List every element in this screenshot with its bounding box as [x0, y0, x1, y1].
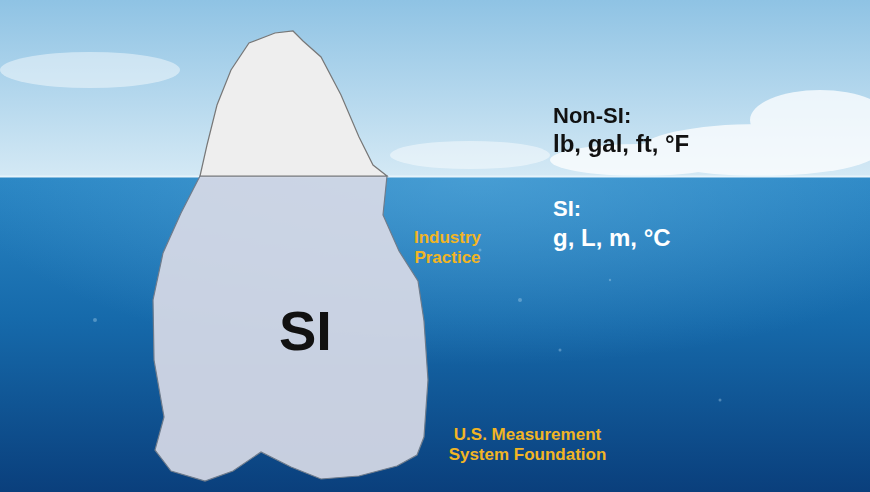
- non-si-heading: Non-SI:: [553, 103, 853, 129]
- iceberg: SI: [145, 25, 435, 487]
- iceberg-label: SI: [279, 298, 332, 363]
- layer-label: U.S. Measurement System Foundation: [440, 425, 615, 466]
- non-si-units: lb, gal, ft, °F: [553, 130, 853, 159]
- si-heading: SI:: [553, 196, 853, 222]
- si-units: g, L, m, °C: [553, 224, 853, 253]
- layer-label: Industry Practice: [400, 228, 495, 269]
- iceberg-outline: [145, 25, 435, 487]
